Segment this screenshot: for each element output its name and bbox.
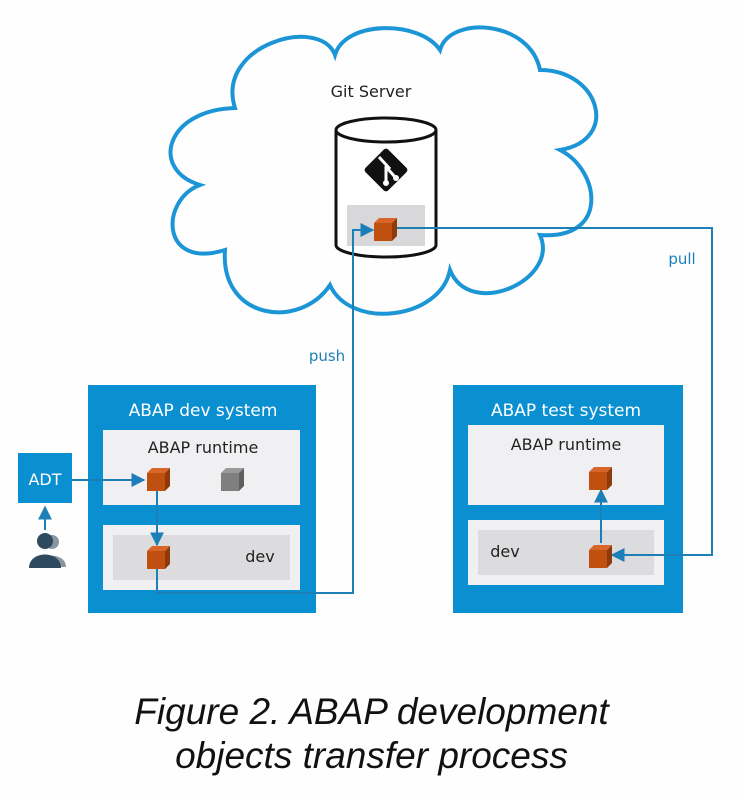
test-runtime-object-cube: [589, 467, 612, 490]
test-runtime-label: ABAP runtime: [511, 435, 622, 454]
test-package-label: dev: [490, 542, 519, 561]
dev-package-object-cube: [147, 546, 170, 569]
caption-line-2: objects transfer process: [175, 735, 568, 776]
dev-runtime-label: ABAP runtime: [148, 438, 259, 457]
dev-runtime-other-object-cube: [221, 468, 244, 491]
git-logo-icon: [364, 148, 408, 192]
test-package-area: [478, 530, 654, 575]
push-label: push: [309, 347, 345, 365]
pull-label: pull: [668, 250, 695, 268]
users-icon: [29, 533, 66, 568]
adt-label: ADT: [28, 470, 61, 489]
test-runtime-panel: [468, 425, 664, 505]
dev-package-area: [113, 535, 290, 580]
push-arrow: [156, 223, 375, 594]
git-server-label: Git Server: [331, 82, 412, 101]
caption-line-1: Figure 2. ABAP development: [134, 691, 609, 732]
dev-package-label: dev: [245, 547, 274, 566]
adt-box: [18, 453, 72, 503]
cloud-shape: [168, 25, 599, 316]
figure-caption: Figure 2. ABAP development objects trans…: [0, 690, 743, 778]
dev-runtime-object-cube: [147, 468, 170, 491]
dev-system-title: ABAP dev system: [129, 401, 278, 421]
pull-arrow: [397, 227, 713, 562]
git-object-cube: [374, 218, 397, 241]
test-package-object-cube: [589, 545, 612, 568]
dev-runtime-panel: [103, 430, 300, 505]
test-system-title: ABAP test system: [491, 401, 641, 421]
